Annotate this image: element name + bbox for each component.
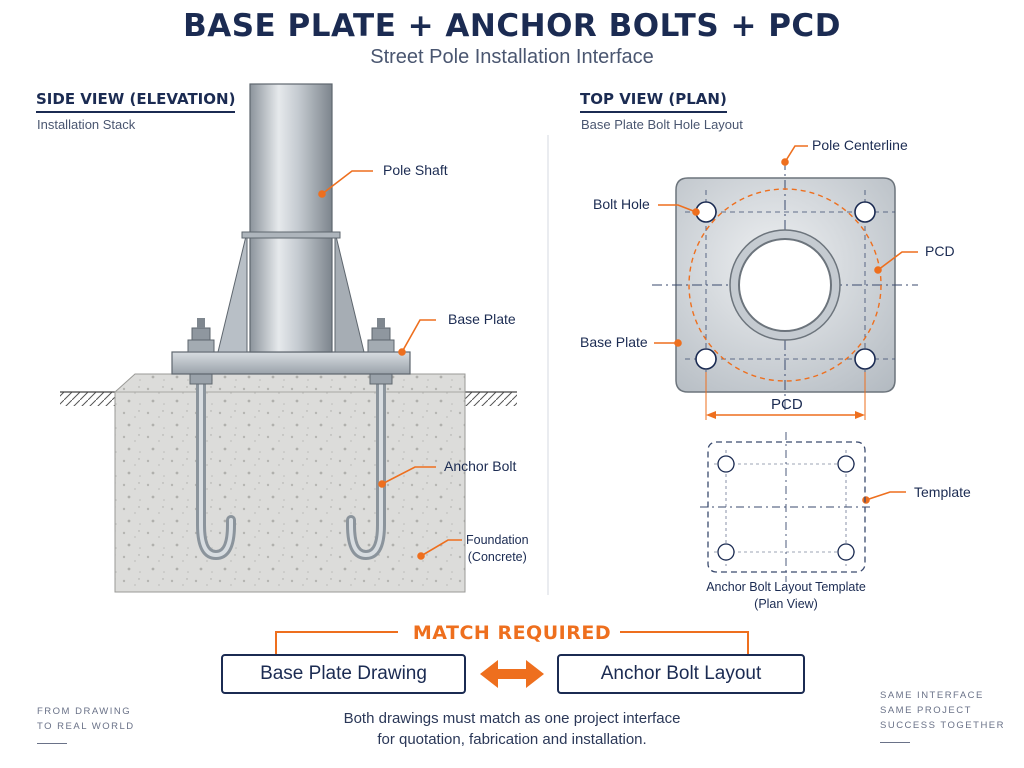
footer-text: Both drawings must match as one project … xyxy=(0,708,1024,750)
label-template: Template xyxy=(914,484,971,500)
label-foundation-line1: Foundation xyxy=(466,533,529,547)
match-required-label: MATCH REQUIRED xyxy=(412,622,612,644)
match-bracket xyxy=(275,631,749,654)
right-note-line3: SUCCESS TOGETHER xyxy=(880,720,1006,731)
footer-line1: Both drawings must match as one project … xyxy=(343,710,681,727)
pole-shaft xyxy=(249,83,333,353)
side-view-subheading: Installation Stack xyxy=(37,117,136,132)
side-view-drawing xyxy=(60,83,517,593)
label-anchor-bolt: Anchor Bolt xyxy=(444,458,517,474)
page-title: BASE PLATE + ANCHOR BOLTS + PCD xyxy=(183,8,841,44)
base-plate-drawing-box: Base Plate Drawing xyxy=(221,654,466,694)
top-nuts xyxy=(187,318,395,353)
top-view-heading: TOP VIEW (PLAN) xyxy=(580,90,727,113)
pole-bore xyxy=(738,238,832,332)
label-pcd-dimension: PCD xyxy=(771,396,803,413)
bolt-holes xyxy=(695,201,876,370)
side-view-heading: SIDE VIEW (ELEVATION) xyxy=(36,90,236,113)
left-note-line2: TO REAL WORLD xyxy=(37,721,135,732)
anchor-bolt-layout-box: Anchor Bolt Layout xyxy=(557,654,805,694)
template-caption: Anchor Bolt Layout Template (Plan View) xyxy=(690,579,882,613)
template-caption-line1: Anchor Bolt Layout Template xyxy=(706,580,866,594)
base-plate-side xyxy=(171,351,411,375)
right-note-line1: SAME INTERFACE xyxy=(880,690,984,701)
right-note: SAME INTERFACE SAME PROJECT SUCCESS TOGE… xyxy=(880,688,1005,743)
top-view-drawing xyxy=(652,160,918,420)
label-pole-shaft: Pole Shaft xyxy=(383,162,448,178)
template-caption-line2: (Plan View) xyxy=(754,597,818,611)
page-subtitle: Street Pole Installation Interface xyxy=(370,46,654,68)
footer-line2: for quotation, fabrication and installat… xyxy=(377,731,647,748)
label-foundation-line2: (Concrete) xyxy=(467,550,527,564)
side-view-leaders xyxy=(318,170,462,560)
gusset-right xyxy=(334,231,365,353)
pcd-circle xyxy=(688,188,882,382)
label-bolt-hole: Bolt Hole xyxy=(593,196,650,212)
top-view-subheading: Base Plate Bolt Hole Layout xyxy=(581,117,743,132)
foundation-block xyxy=(114,373,466,593)
ground-hatch-left xyxy=(60,392,115,406)
ground-hatch-right xyxy=(462,392,517,406)
left-note-rule xyxy=(37,743,67,744)
label-pcd: PCD xyxy=(925,243,955,259)
left-note: FROM DRAWING TO REAL WORLD xyxy=(37,704,135,744)
label-pole-centerline: Pole Centerline xyxy=(812,137,908,153)
right-note-line2: SAME PROJECT xyxy=(880,705,972,716)
left-note-line1: FROM DRAWING xyxy=(37,706,132,717)
double-arrow-icon xyxy=(480,660,544,688)
label-foundation: Foundation (Concrete) xyxy=(466,532,529,566)
top-view-leaders xyxy=(654,145,918,504)
label-base-plate-side: Base Plate xyxy=(448,311,516,327)
right-note-rule xyxy=(880,742,910,743)
bolt-template xyxy=(700,432,873,582)
gusset-left xyxy=(217,231,248,353)
label-base-plate-top: Base Plate xyxy=(580,334,648,350)
